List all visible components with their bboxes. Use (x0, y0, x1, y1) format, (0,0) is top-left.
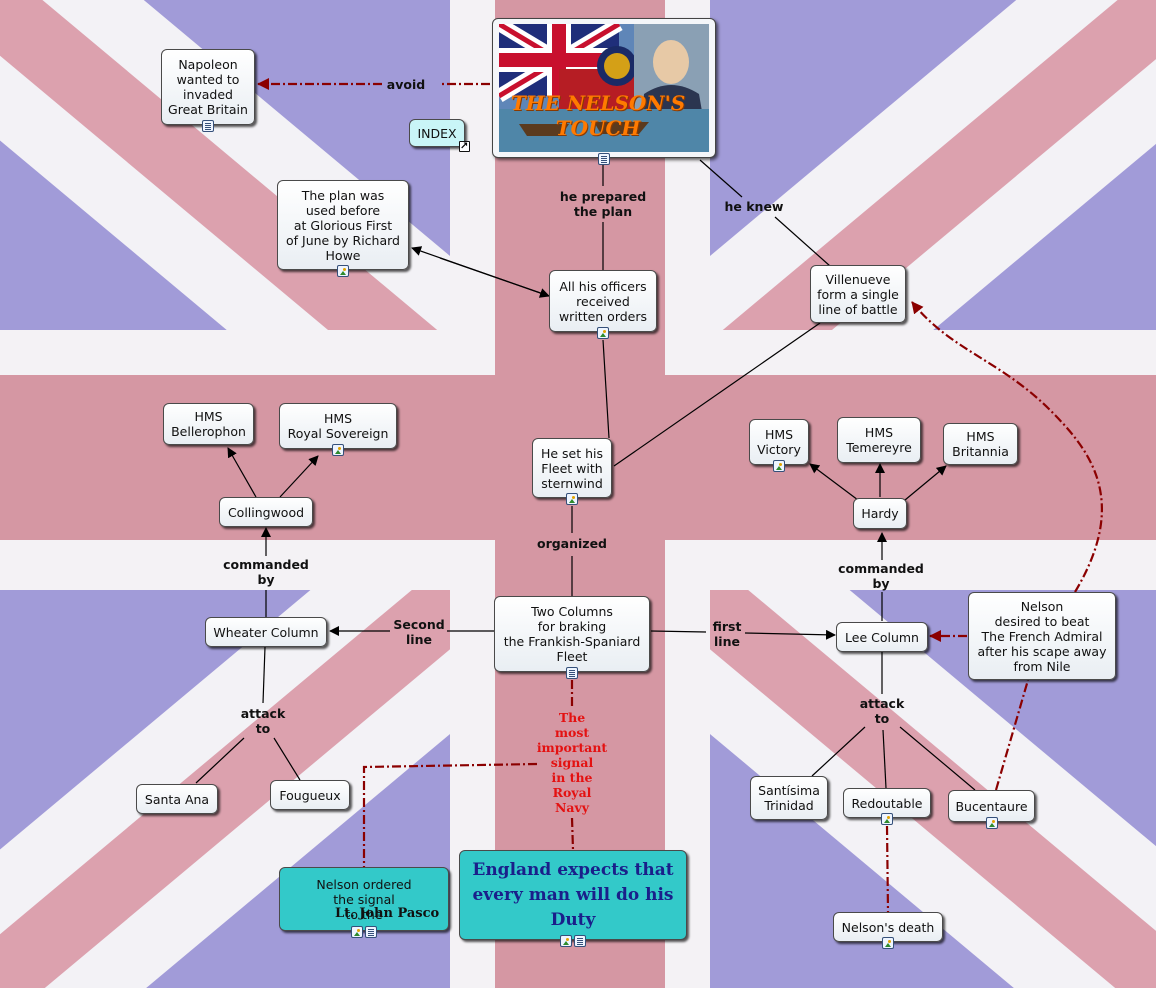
nelson-desired-beat-node[interactable]: Nelson desired to beat The French Admira… (968, 592, 1116, 680)
collingwood-node[interactable]: Collingwood (219, 497, 313, 527)
image-icon[interactable] (597, 327, 609, 339)
hms-britannia-node[interactable]: HMS Britannia (943, 423, 1018, 465)
set-fleet-sternwind-node[interactable]: He set his Fleet with sternwind (532, 438, 612, 505)
bucentaure-node[interactable]: Bucentaure (948, 790, 1035, 829)
link-label-he-knew: he knew (724, 199, 784, 214)
image-icon[interactable] (773, 460, 785, 472)
image-icon[interactable] (985, 817, 998, 829)
image-icon[interactable] (881, 813, 893, 825)
officers-orders-node[interactable]: All his officers received written orders (549, 270, 657, 339)
note-icon[interactable] (598, 153, 610, 165)
hms-bellerophon-node[interactable]: HMS Bellerophon (163, 403, 254, 445)
note-icon[interactable] (202, 120, 214, 132)
link-label-avoid: avoid (386, 77, 426, 92)
napoleon-node[interactable]: Napoleon wanted to invaded Great Britain (161, 49, 255, 132)
nelson-flag-image (499, 24, 709, 152)
fougueux-node[interactable]: Fougueux (270, 780, 350, 810)
image-icon[interactable] (337, 265, 349, 277)
england-expects-node[interactable]: England expects that every man will do h… (459, 850, 687, 947)
link-label-he-prepared-plan: he prepared the plan (559, 189, 647, 219)
image-icon[interactable] (882, 937, 894, 949)
santa-ana-node[interactable]: Santa Ana (136, 784, 218, 814)
lt-john-pasco: Lt. John Pasco (335, 906, 440, 921)
redoutable-node[interactable]: Redoutable (843, 788, 931, 825)
nelsons-death-node[interactable]: Nelson's death (833, 912, 943, 949)
santisima-trinidad-node[interactable]: Santísima Trinidad (750, 776, 828, 820)
plan-used-before-node[interactable]: The plan was used before at Glorious Fir… (277, 180, 409, 277)
nelson-ordered-signal-node[interactable]: Nelson ordered the signal to the Lt. Joh… (279, 867, 449, 938)
link-label-organized: organized (536, 536, 608, 551)
image-icon[interactable] (332, 444, 344, 456)
link-label-most-important-signal: The most important signal in the Royal N… (536, 710, 608, 815)
link-label-commanded-by-left: commanded by (223, 557, 309, 587)
shortcut-link-icon[interactable] (459, 139, 470, 154)
nelsons-touch-title-node[interactable]: THE NELSON'S TOUCH (492, 18, 716, 165)
hms-victory-node[interactable]: HMS Victory (749, 419, 809, 472)
two-columns-node[interactable]: Two Columns for braking the Frankish-Spa… (494, 596, 650, 679)
hardy-node[interactable]: Hardy (853, 498, 907, 529)
note-icon[interactable] (574, 935, 586, 947)
link-label-second-line: Second line (393, 617, 445, 647)
hms-temereyre-node[interactable]: HMS Temereyre (837, 417, 921, 463)
hero-title: THE NELSON'S TOUCH (510, 91, 686, 140)
image-icon[interactable] (351, 926, 363, 938)
link-label-attack-to-right: attack to (859, 696, 905, 726)
link-label-first-line: first line (712, 619, 742, 649)
image-icon[interactable] (566, 493, 578, 505)
link-label-commanded-by-right: commanded by (838, 561, 924, 591)
note-icon[interactable] (566, 667, 578, 679)
wheater-column-node[interactable]: Wheater Column (205, 617, 327, 647)
lee-column-node[interactable]: Lee Column (836, 622, 928, 652)
note-icon[interactable] (365, 926, 377, 938)
image-icon[interactable] (560, 935, 572, 947)
index-node[interactable]: INDEX (409, 119, 470, 154)
hms-royal-sovereign-node[interactable]: HMS Royal Sovereign (279, 403, 397, 456)
villeneuve-node[interactable]: Villenueve form a single line of battle (810, 265, 906, 323)
link-label-attack-to-left: attack to (240, 706, 286, 736)
